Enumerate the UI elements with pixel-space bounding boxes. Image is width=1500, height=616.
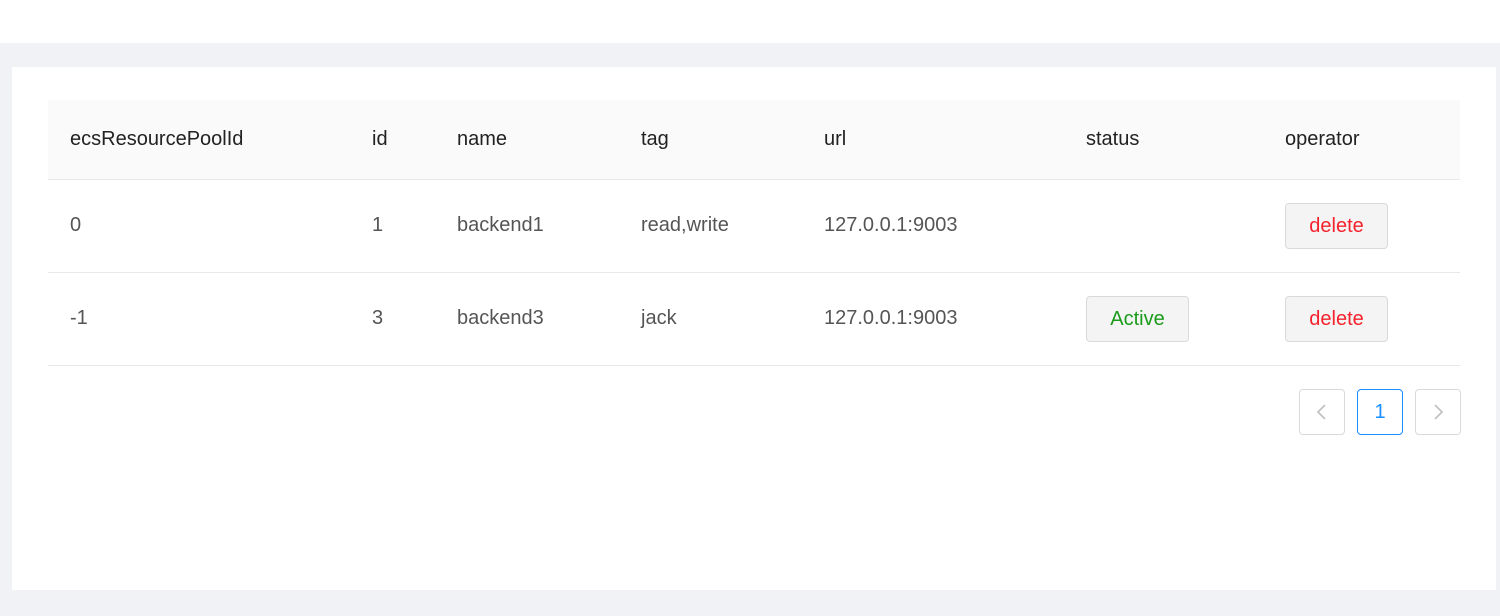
cell-status — [1064, 179, 1263, 273]
delete-button[interactable]: delete — [1285, 202, 1388, 249]
column-header-name: name — [435, 100, 619, 180]
cell-tag: read,write — [619, 179, 802, 273]
status-active-button[interactable]: Active — [1086, 295, 1189, 342]
cell-operator: delete — [1263, 179, 1460, 273]
top-header-bar — [0, 0, 1500, 43]
cell-tag: jack — [619, 272, 802, 366]
table-header-row: ecsResourcePoolId id name tag url status… — [48, 100, 1460, 180]
column-header-operator: operator — [1263, 100, 1460, 180]
cell-id: 1 — [350, 179, 435, 273]
chevron-right-icon — [1434, 404, 1444, 420]
cell-url: 127.0.0.1:9003 — [802, 272, 1064, 366]
cell-name: backend3 — [435, 272, 619, 366]
cell-ecsresourcepoolid: -1 — [48, 272, 350, 366]
table-body: 0 1 backend1 read,write 127.0.0.1:9003 d… — [48, 179, 1460, 366]
column-header-tag: tag — [619, 100, 802, 180]
column-header-id: id — [350, 100, 435, 180]
column-header-ecsresourcepoolid: ecsResourcePoolId — [48, 100, 350, 180]
cell-name: backend1 — [435, 179, 619, 273]
chevron-left-icon — [1316, 404, 1326, 420]
delete-button[interactable]: delete — [1285, 295, 1388, 342]
resource-table-container: ecsResourcePoolId id name tag url status… — [48, 100, 1460, 366]
cell-operator: delete — [1263, 272, 1460, 366]
pagination: 1 — [1299, 389, 1461, 435]
table-row: 0 1 backend1 read,write 127.0.0.1:9003 d… — [48, 179, 1460, 273]
prev-page-button[interactable] — [1299, 389, 1345, 435]
table-row: -1 3 backend3 jack 127.0.0.1:9003 Active… — [48, 272, 1460, 366]
cell-url: 127.0.0.1:9003 — [802, 179, 1064, 273]
table-header: ecsResourcePoolId id name tag url status… — [48, 100, 1460, 180]
next-page-button[interactable] — [1415, 389, 1461, 435]
cell-status: Active — [1064, 272, 1263, 366]
column-header-status: status — [1064, 100, 1263, 180]
cell-id: 3 — [350, 272, 435, 366]
resource-table: ecsResourcePoolId id name tag url status… — [48, 100, 1460, 366]
cell-ecsresourcepoolid: 0 — [48, 179, 350, 273]
page-number-button[interactable]: 1 — [1357, 389, 1403, 435]
content-card: ecsResourcePoolId id name tag url status… — [12, 67, 1496, 590]
column-header-url: url — [802, 100, 1064, 180]
